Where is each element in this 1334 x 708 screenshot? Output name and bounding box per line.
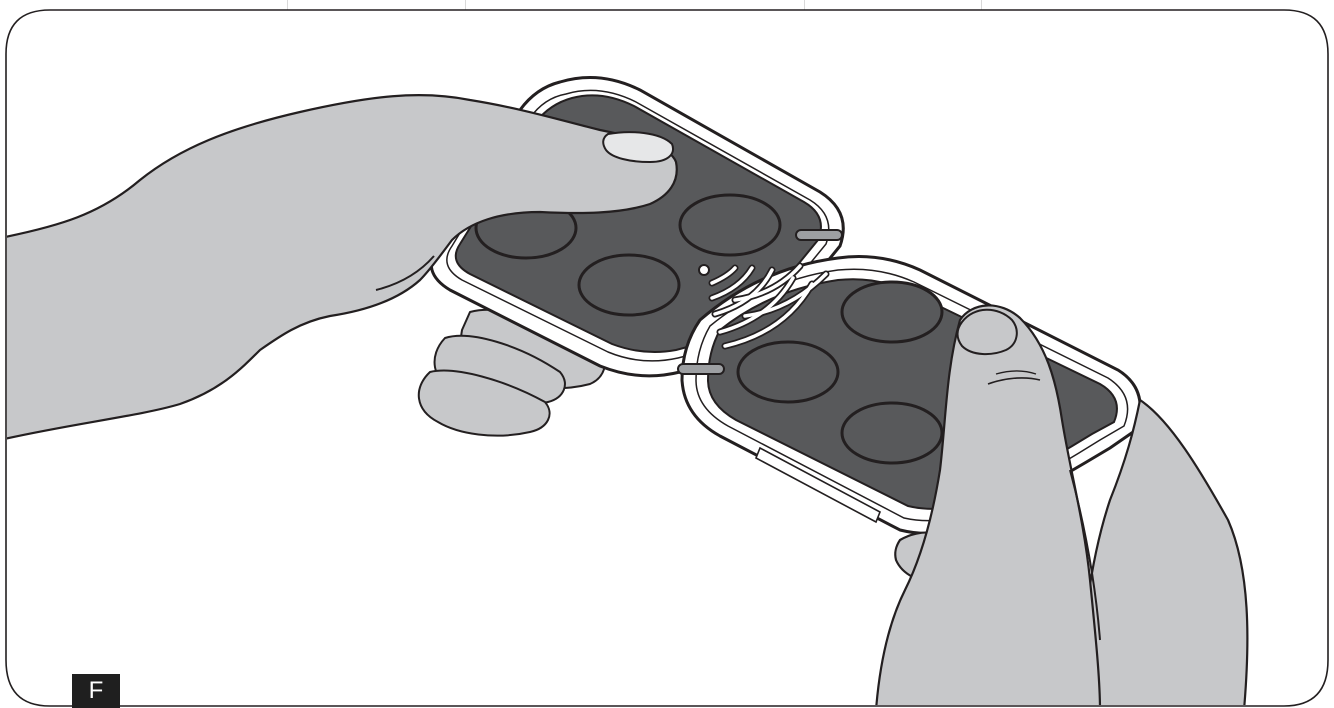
left-remote-led — [699, 265, 709, 275]
panel-label: F — [72, 674, 120, 708]
left-remote-button-top-right — [680, 195, 780, 255]
right-remote-button-top-left — [738, 342, 838, 402]
left-remote-slot — [796, 230, 842, 240]
left-remote-button-bottom-right — [579, 255, 679, 315]
right-remote-button-top-right — [842, 282, 942, 342]
right-remote-button-bottom-left — [842, 403, 942, 463]
right-remote-slot — [678, 364, 724, 374]
